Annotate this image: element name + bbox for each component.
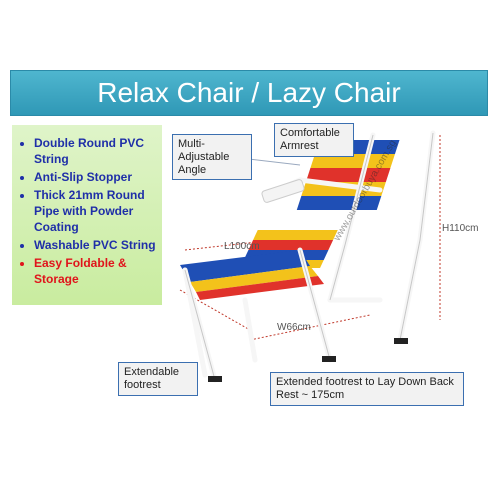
foot-stopper [208, 376, 222, 382]
frame-outline [184, 132, 434, 381]
product-title: Relax Chair / Lazy Chair [97, 77, 401, 108]
feature-list-panel: Double Round PVC String Anti-Slip Stoppe… [12, 125, 162, 305]
armrest [261, 179, 305, 203]
width-dimension: W66cm [277, 322, 311, 333]
footrest-callout-text: Extendable footrest [124, 366, 180, 391]
foot-stopper [322, 356, 336, 362]
product-title-banner: Relax Chair / Lazy Chair [10, 70, 488, 116]
armrest-callout: Comfortable Armrest [274, 123, 354, 157]
angle-callout-text: Multi-Adjustable Angle [178, 138, 230, 176]
feature-item: Thick 21mm Round Pipe with Powder Coatin… [34, 187, 156, 235]
laydown-callout: Extended footrest to Lay Down Back Rest … [270, 372, 464, 406]
foot-stopper [394, 338, 408, 344]
width-dim-line [249, 314, 371, 341]
feature-item-highlight: Easy Foldable & Storage [34, 255, 156, 287]
laydown-callout-text: Extended footrest to Lay Down Back Rest … [276, 376, 454, 401]
armrest-callout-text: Comfortable Armrest [280, 127, 340, 152]
footrest [180, 250, 324, 300]
feature-item: Double Round PVC String [34, 135, 156, 167]
feature-item: Anti-Slip Stopper [34, 169, 156, 185]
length-dimension: L100cm [224, 241, 260, 252]
angle-callout: Multi-Adjustable Angle [172, 134, 252, 180]
footrest-callout: Extendable footrest [118, 362, 198, 396]
height-dimension: H110cm [442, 223, 479, 234]
feature-item: Washable PVC String [34, 237, 156, 253]
